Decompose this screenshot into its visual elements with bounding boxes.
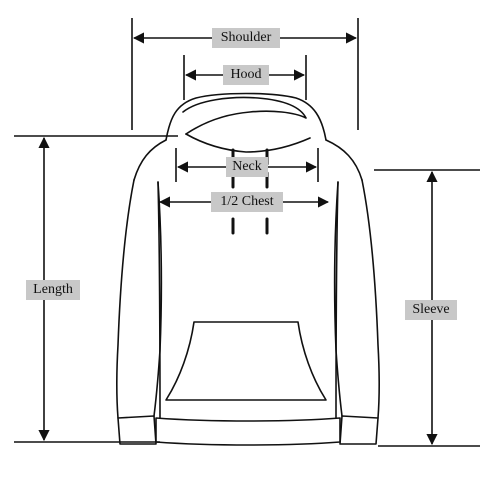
shoulder-label: Shoulder — [212, 28, 280, 48]
body-left-side — [157, 181, 161, 419]
hood-inner-fold — [182, 96, 307, 135]
chest-label: 1/2 Chest — [211, 192, 283, 212]
right-shoulder — [325, 139, 363, 181]
hood-outline — [165, 92, 327, 141]
left-shoulder — [133, 139, 167, 181]
hood-opening — [185, 133, 311, 153]
length-label: Length — [26, 280, 80, 300]
left-sleeve-outer — [116, 179, 135, 419]
neck-label: Neck — [226, 157, 268, 177]
sleeve-label: Sleeve — [405, 300, 457, 320]
right-cuff — [339, 415, 379, 445]
waistband — [155, 417, 341, 446]
kangaroo-pocket — [165, 321, 327, 401]
right-sleeve-outer — [361, 179, 380, 419]
hood-label: Hood — [223, 65, 269, 85]
left-cuff — [117, 415, 157, 445]
body-right-side — [335, 181, 339, 419]
